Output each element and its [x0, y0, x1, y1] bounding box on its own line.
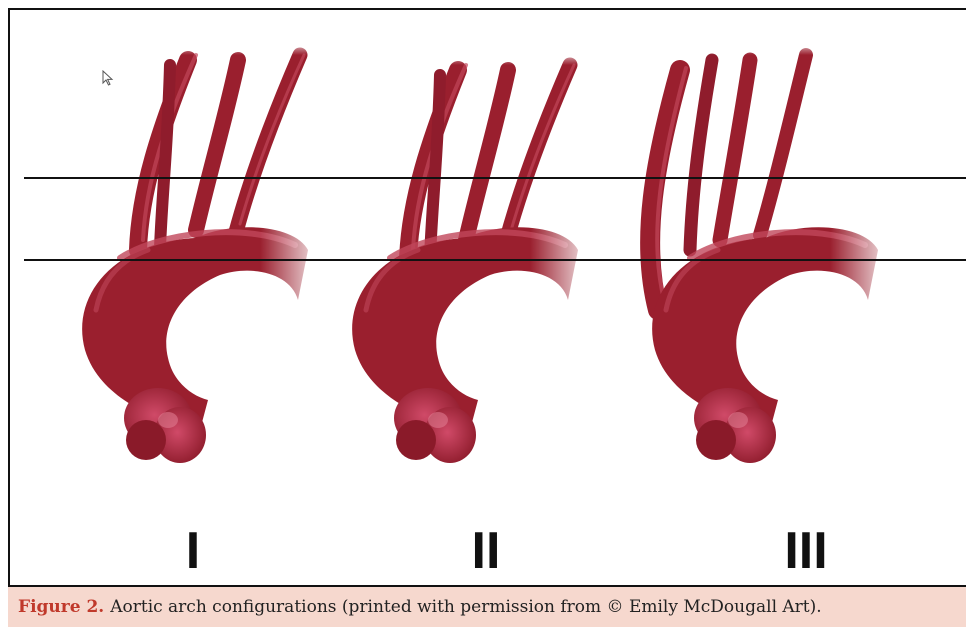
arch-type-2 — [352, 50, 590, 463]
type-label-1: I — [186, 522, 200, 580]
aortic-arch-illustration: I II III — [10, 10, 966, 587]
arch-type-3 — [630, 40, 890, 463]
type-label-3: III — [784, 522, 827, 580]
figure-caption: Figure 2. Aortic arch configurations (pr… — [8, 587, 966, 627]
cursor-arrow-icon — [102, 70, 114, 86]
type-label-2: II — [472, 522, 501, 580]
arch-type-1 — [82, 40, 320, 463]
caption-label: Figure 2. — [18, 597, 104, 617]
caption-text: Aortic arch configurations (printed with… — [110, 597, 821, 617]
figure-frame: I II III — [8, 8, 966, 587]
